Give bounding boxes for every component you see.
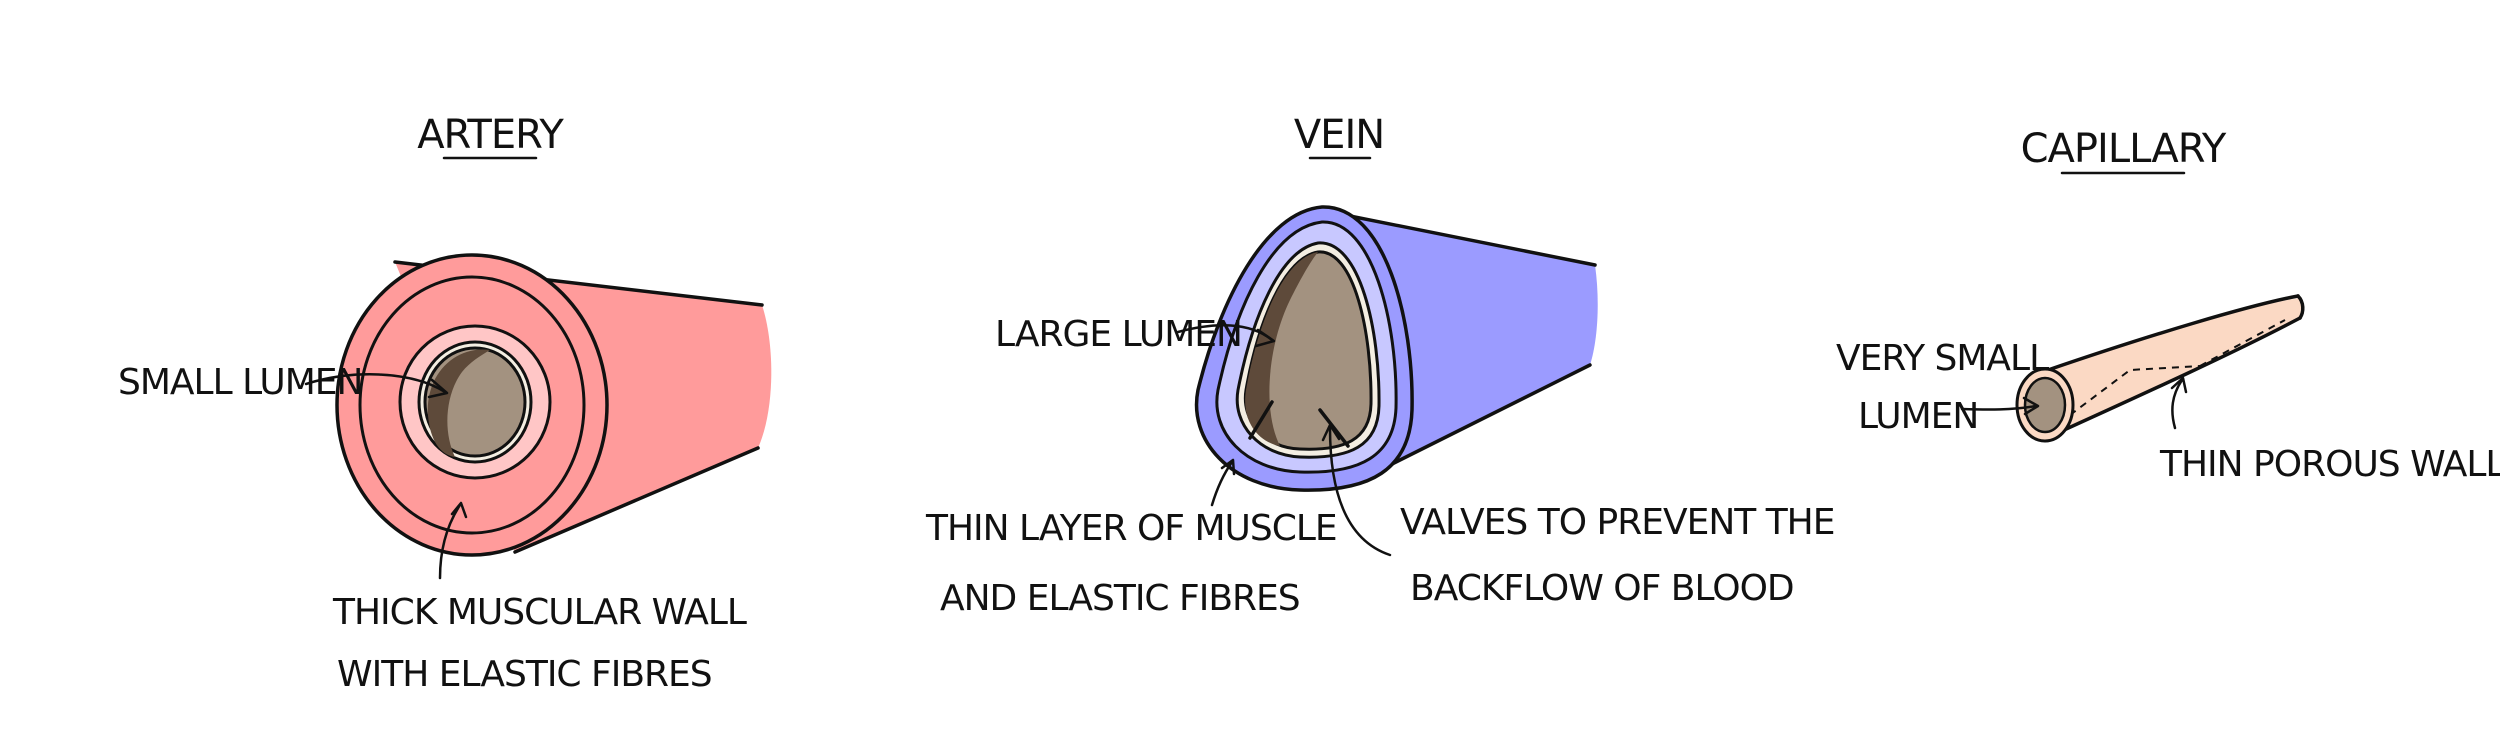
artery-group: ARTERY SMALL LUMEN THICK MUSCULAR WALL bbox=[118, 112, 772, 695]
artery-illustration bbox=[335, 253, 772, 557]
artery-tube-bottom-edge bbox=[513, 446, 760, 554]
capillary-pore-line-2 bbox=[2199, 319, 2286, 367]
capillary-illustration bbox=[2015, 294, 2305, 443]
vein-valve-right bbox=[1318, 408, 1350, 448]
capillary-lumen-label-line2: LUMEN bbox=[1858, 396, 1978, 437]
capillary-lumen-label-line1: VERY SMALL bbox=[1836, 338, 2049, 379]
capillary-wall-label: THIN POROUS WALLS bbox=[2159, 444, 2500, 485]
artery-wall-label-line1: THICK MUSCULAR WALL bbox=[332, 592, 747, 633]
artery-wall-label-line2: WITH ELASTIC FIBRES bbox=[337, 654, 712, 695]
artery-lumen-arrowhead bbox=[427, 378, 449, 399]
vein-group: VEIN LARGE LUMEN THIN LAYER OF MUSCLE bbox=[925, 112, 1836, 619]
capillary-pore-line-1 bbox=[2069, 365, 2201, 416]
vein-wall-arrow bbox=[1210, 460, 1234, 507]
artery-lumen-shadow bbox=[427, 349, 490, 457]
artery-lumen-arrow bbox=[304, 373, 447, 394]
vein-lumen-label: LARGE LUMEN bbox=[995, 314, 1242, 355]
vein-wall-label-line2: AND ELASTIC FIBRES bbox=[940, 578, 1300, 619]
capillary-tube-body bbox=[2042, 298, 2302, 440]
capillary-lumen bbox=[2023, 376, 2067, 434]
capillary-title: CAPILLARY bbox=[2021, 126, 2227, 172]
vein-wall-arrowhead bbox=[1220, 458, 1236, 476]
vein-valve-arrow bbox=[1328, 426, 1392, 557]
artery-wall-arrowhead bbox=[450, 501, 468, 519]
capillary-tube-end bbox=[2296, 294, 2305, 320]
capillary-wall-arrow bbox=[2171, 378, 2184, 430]
vein-wall-label-line1: THIN LAYER OF MUSCLE bbox=[925, 508, 1337, 549]
vein-lumen-arrowhead bbox=[1254, 328, 1276, 348]
vein-valve-left bbox=[1248, 400, 1274, 440]
vein-valve-label-line2: BACKFLOW OF BLOOD bbox=[1410, 568, 1794, 609]
artery-wall-arrow bbox=[438, 503, 462, 580]
vein-lumen-shadow bbox=[1245, 252, 1318, 446]
artery-lumen-label: SMALL LUMEN bbox=[118, 362, 362, 403]
capillary-group: CAPILLARY VERY SMALL LUMEN THIN POROUS W… bbox=[1836, 126, 2500, 485]
vein-title: VEIN bbox=[1294, 112, 1384, 158]
vein-valve-arrowhead bbox=[1321, 423, 1341, 442]
capillary-tube-top-edge bbox=[2046, 294, 2300, 372]
vein-illustration bbox=[1194, 205, 1598, 492]
capillary-tube-bottom-edge bbox=[2040, 316, 2302, 442]
vein-tube-top-edge bbox=[1318, 208, 1597, 267]
capillary-lumen-arrow bbox=[1960, 404, 2038, 411]
capillary-lumen-arrowhead bbox=[2022, 396, 2040, 416]
vein-valve-label-line1: VALVES TO PREVENT THE bbox=[1400, 502, 1835, 543]
artery-title: ARTERY bbox=[417, 112, 564, 158]
capillary-wall-arrowhead bbox=[2170, 376, 2188, 394]
